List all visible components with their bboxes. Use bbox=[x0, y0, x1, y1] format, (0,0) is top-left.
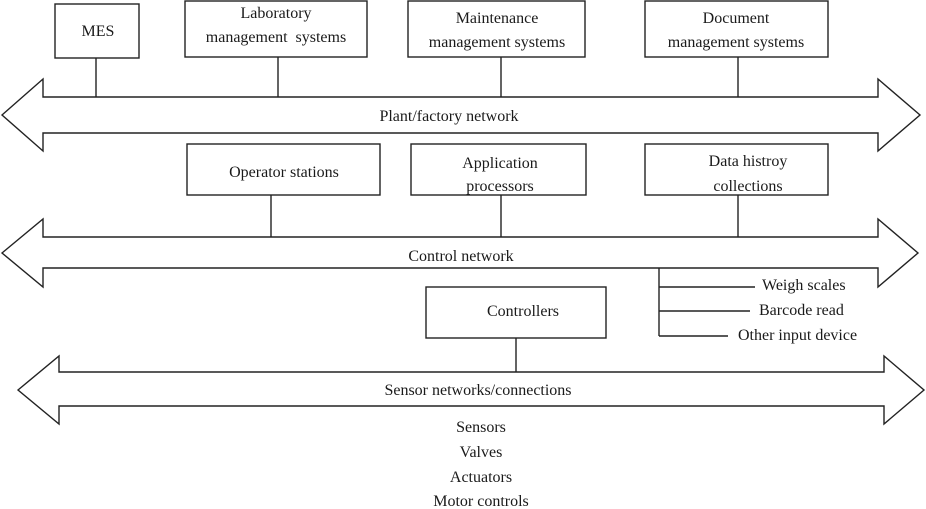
motor-controls-label: Motor controls bbox=[433, 493, 529, 509]
weigh-scales-label: Weigh scales bbox=[762, 277, 846, 294]
document-label-line2: management systems bbox=[668, 34, 804, 51]
operator-stations-label: Operator stations bbox=[229, 164, 339, 181]
control-network-arrow bbox=[0, 217, 920, 289]
data-history-box bbox=[644, 143, 829, 196]
controllers-label: Controllers bbox=[487, 303, 559, 320]
other-input-label: Other input device bbox=[738, 327, 857, 344]
sensor-network-arrow bbox=[16, 354, 926, 426]
actuators-label: Actuators bbox=[450, 469, 512, 486]
sensor-network-label: Sensor networks/connections bbox=[384, 382, 571, 399]
maintenance-label-line2: management systems bbox=[429, 34, 565, 51]
laboratory-label-line1: Laboratory bbox=[240, 5, 311, 22]
data-history-label-line1: Data histroy bbox=[709, 153, 788, 170]
mes-label: MES bbox=[82, 23, 115, 40]
valves-label: Valves bbox=[460, 444, 503, 461]
barcode-label: Barcode read bbox=[759, 302, 844, 319]
maintenance-label-line1: Maintenance bbox=[456, 10, 539, 27]
operator-stations-box bbox=[186, 143, 381, 196]
laboratory-label-line2: management systems bbox=[206, 29, 346, 46]
maintenance-management-box bbox=[407, 0, 586, 58]
mes-box bbox=[54, 3, 140, 59]
plant-network-label: Plant/factory network bbox=[379, 108, 518, 125]
document-management-box bbox=[644, 0, 829, 58]
plant-network-arrow bbox=[0, 77, 922, 153]
application-processors-box bbox=[410, 143, 587, 196]
control-network-label: Control network bbox=[408, 248, 513, 265]
controllers-box bbox=[425, 286, 607, 339]
document-label-line1: Document bbox=[703, 10, 770, 27]
application-label-line2: processors bbox=[466, 178, 534, 195]
application-label-line1: Application bbox=[462, 155, 538, 172]
sensors-label: Sensors bbox=[456, 419, 506, 436]
laboratory-management-box bbox=[184, 0, 368, 58]
data-history-label-line2: collections bbox=[713, 178, 782, 195]
